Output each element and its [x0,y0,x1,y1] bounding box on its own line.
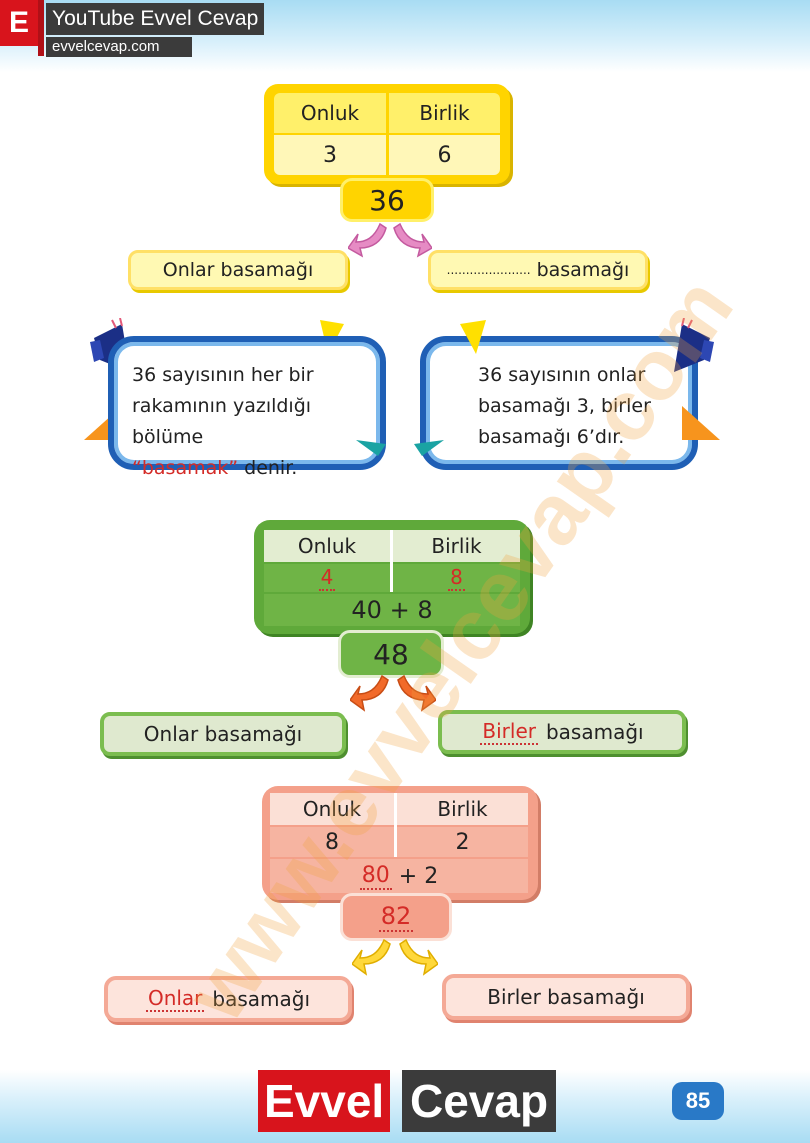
label-suffix: basamağı [212,987,311,1011]
triangle-deco-icon [414,440,444,456]
info-line: basamağı 6’dır. [478,426,625,448]
ones-answer[interactable]: 8 [393,564,520,592]
expanded-form: 80 + 2 [270,859,528,893]
label-ones-place: ...................... basamağı [428,250,648,290]
label-ones-place: Birler basamağı [438,710,686,754]
table-header-row [270,793,528,825]
header-tens: Onluk [297,534,357,558]
answer-text: 8 [448,565,465,591]
ones-value: 6 [437,142,452,168]
column-divider [386,93,389,175]
answer-text: 82 [378,902,414,932]
tens-value: 8 [325,829,339,855]
footer-brand-evvel: Evvel [258,1070,391,1132]
label-tens-place: Onlar basamağı [104,976,352,1022]
expanded-form: 40 + 8 [264,594,520,626]
ones-value: 2 [455,829,470,855]
answer-text: 4 [318,565,336,591]
megaphone-right-icon [674,318,714,372]
site-url[interactable]: evvelcevap.com [46,37,192,57]
info-line: “basamak” denir. [132,453,366,484]
answer-text[interactable]: 80 [359,862,392,890]
page-number: 85 [672,1082,724,1120]
triangle-deco-icon [682,406,720,440]
header-ones: Birlik [437,797,488,821]
triangle-deco-icon [356,440,386,456]
tens-value: 3 [323,142,337,168]
info-box-example: 36 sayısının onlar basamağı 3, birler ba… [420,336,698,470]
info-line: basamağı 3, birler [478,395,651,417]
column-divider [394,793,397,857]
split-arrows-icon [352,938,438,976]
column-divider [390,530,393,592]
header-ones: Birlik [431,534,482,558]
label-tens-place: Onlar basamağı [100,712,346,756]
keyword-basamak: “basamak” [132,457,239,479]
split-arrows-icon [350,674,436,712]
split-arrows-icon [348,222,432,258]
header-tens: Onluk [300,101,360,125]
footer-brand-cevap: Cevap [402,1070,557,1132]
info-box-definition: 36 sayısının her bir rakamının yazıldığı… [108,336,386,479]
header-ones: Birlik [419,101,470,125]
brand-logo: E [0,0,38,46]
answer-blank[interactable]: ...................... [446,263,531,277]
info-line: 36 sayısının her bir [132,364,314,386]
label-suffix: basamağı [536,259,630,281]
triangle-deco-icon [460,320,486,354]
label-tens-place: Onlar basamağı [128,250,348,290]
answer-text[interactable]: Birler [480,719,538,745]
table-value-row [270,827,528,857]
brand-logo-edge [38,0,44,56]
number-badge[interactable]: 82 [340,893,452,941]
tens-answer[interactable]: 4 [264,564,390,592]
number-badge: 36 [340,178,434,222]
header-tens: Onluk [302,797,362,821]
expansion-rest: + 2 [391,863,439,889]
info-line: 36 sayısının onlar [478,364,646,386]
info-line: rakamının yazıldığı bölüme [132,395,312,448]
channel-title: YouTube Evvel Cevap [46,3,265,35]
label-suffix: basamağı [545,720,644,744]
number-badge: 48 [338,630,444,678]
info-line-end: denir. [238,457,298,479]
label-ones-place: Birler basamağı [442,974,690,1020]
answer-text[interactable]: Onlar [145,986,205,1012]
